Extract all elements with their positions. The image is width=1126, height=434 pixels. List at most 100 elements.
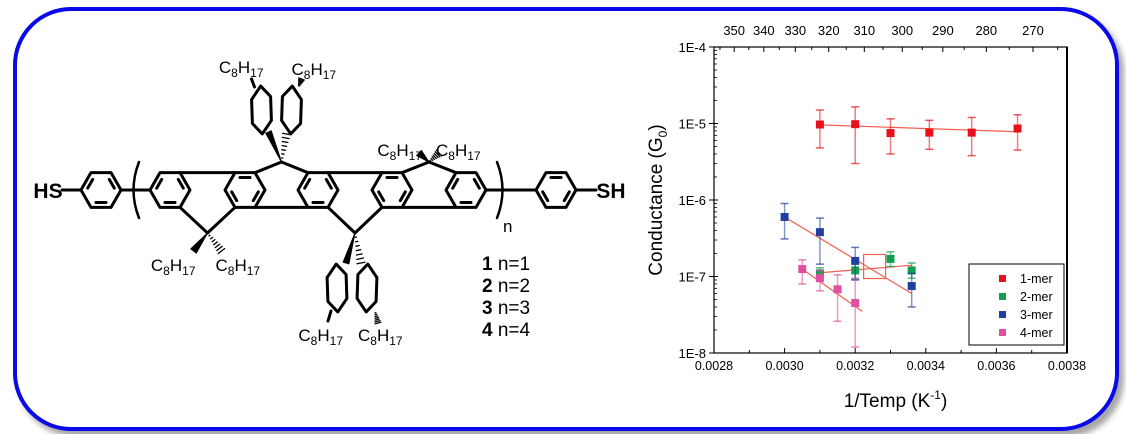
- x-axis-label: 1/Temp (K-1): [844, 388, 948, 412]
- repeat-bracket-right: [495, 160, 504, 220]
- text-part: H: [170, 256, 182, 275]
- hashed-bond: [432, 154, 437, 160]
- data-point: [815, 274, 824, 283]
- bridge-bond: [326, 205, 357, 235]
- text-part: 8: [231, 66, 238, 80]
- aryl-ring-lower-left: [325, 262, 349, 314]
- text-part: H: [234, 256, 246, 275]
- legend-marker-4-mer: [999, 329, 1006, 336]
- text-part: n: [503, 217, 512, 236]
- data-point: [851, 299, 860, 308]
- compound-n-value: n=3: [493, 298, 531, 319]
- text-part: H: [377, 326, 389, 345]
- fit-line-3-mer: [784, 216, 912, 294]
- octyl-substituent-label: C8H17: [219, 58, 264, 80]
- wedge-bond: [416, 149, 430, 163]
- text-part: H: [396, 141, 408, 160]
- octyl-substituent-label: C8H17: [358, 326, 403, 348]
- x-axis-label-text: 1/Temp (K: [844, 391, 931, 412]
- aryl-ring-upper-right: [280, 84, 303, 136]
- compound-n-value: n=1: [493, 254, 531, 275]
- data-point: [833, 285, 842, 294]
- hashed-bond: [297, 83, 301, 86]
- hashed-bond: [298, 77, 305, 81]
- compound-legend-item: 1 n=1: [482, 254, 530, 275]
- text-part: C: [151, 256, 163, 275]
- text-part: 17: [182, 264, 196, 278]
- aryl-octyl-bond: [250, 77, 256, 89]
- hashed-bond: [281, 149, 286, 151]
- figure-frame: [13, 7, 1119, 431]
- hashed-bond: [214, 243, 221, 249]
- hashed-bond: [356, 257, 365, 261]
- wedge-bond: [342, 232, 356, 265]
- repeat-bracket-left: [132, 160, 141, 220]
- bridge-bond: [178, 205, 209, 235]
- octyl-substituent-label: C8H17: [436, 141, 481, 163]
- y-tick-label: 1E-8: [679, 346, 706, 361]
- wedge-bond: [265, 130, 282, 163]
- backbone-ring-5: [444, 171, 488, 209]
- data-point: [815, 228, 824, 237]
- fit-line-1-mer: [819, 124, 1018, 133]
- text-part: 8: [390, 149, 397, 163]
- y-axis-label-close: ): [646, 124, 667, 130]
- hashed-bond: [217, 247, 226, 255]
- top-axis-tick-label: 310: [853, 23, 875, 38]
- hashed-bond: [374, 315, 379, 318]
- double-bond: [155, 177, 164, 190]
- wedge-bond: [190, 232, 208, 254]
- text-part: 8: [448, 149, 455, 163]
- y-tick-label: 1E-5: [679, 117, 706, 132]
- hashed-bond: [355, 253, 363, 256]
- octyl-substituent-label: C8H17: [298, 326, 343, 348]
- compound-legend-item: 4 n=4: [482, 320, 531, 341]
- x-tick-label: 0.0028: [695, 359, 733, 373]
- hashed-bond: [213, 241, 218, 246]
- double-bond: [472, 177, 481, 190]
- compound-n-value: n=2: [493, 276, 531, 297]
- compound-number: 4: [482, 320, 493, 341]
- text-part: 17: [389, 334, 403, 348]
- text-part: C: [358, 326, 370, 345]
- top-axis-tick-label: 270: [1022, 23, 1044, 38]
- legend-marker-3-mer: [999, 311, 1006, 318]
- data-point: [907, 282, 916, 291]
- top-axis-tick-label: 290: [932, 23, 954, 38]
- x-tick-label: 0.0038: [1048, 359, 1086, 373]
- text-part: C: [298, 326, 310, 345]
- double-bond: [324, 177, 333, 190]
- bridge-bond: [400, 160, 431, 175]
- y-tick-label: 1E-6: [679, 193, 706, 208]
- compound-n-value: n=4: [493, 320, 531, 341]
- hashed-bond: [216, 245, 223, 252]
- y-axis-label-text: Conductance (G: [646, 137, 667, 275]
- text-part: 17: [409, 149, 423, 163]
- annotation-box: [863, 253, 887, 280]
- legend-box: [968, 263, 1065, 346]
- hashed-bond: [298, 78, 305, 82]
- compound-number: 1: [482, 254, 493, 275]
- data-point: [886, 254, 895, 263]
- text-part: H: [455, 141, 467, 160]
- data-point: [851, 256, 860, 265]
- bridge-bond: [206, 205, 237, 235]
- x-tick-label: 0.0034: [907, 359, 945, 373]
- molecule-structure: [60, 77, 598, 325]
- hashed-bond: [208, 234, 211, 237]
- hashed-bond: [435, 149, 443, 157]
- hashed-bond: [433, 152, 439, 159]
- top-axis-tick-label: 320: [818, 23, 840, 38]
- text-part: 8: [228, 264, 235, 278]
- text-part: 17: [250, 66, 264, 80]
- bridge-bond: [253, 160, 283, 175]
- legend-label-1-mer: 1-mer: [1020, 272, 1053, 286]
- bridge-bond: [353, 205, 384, 235]
- compound-legend-item: 3 n=3: [482, 298, 530, 319]
- hashed-bond: [281, 132, 292, 136]
- double-bond: [107, 177, 116, 190]
- text-part: 8: [370, 334, 377, 348]
- data-point: [851, 120, 860, 129]
- data-point: [886, 129, 895, 138]
